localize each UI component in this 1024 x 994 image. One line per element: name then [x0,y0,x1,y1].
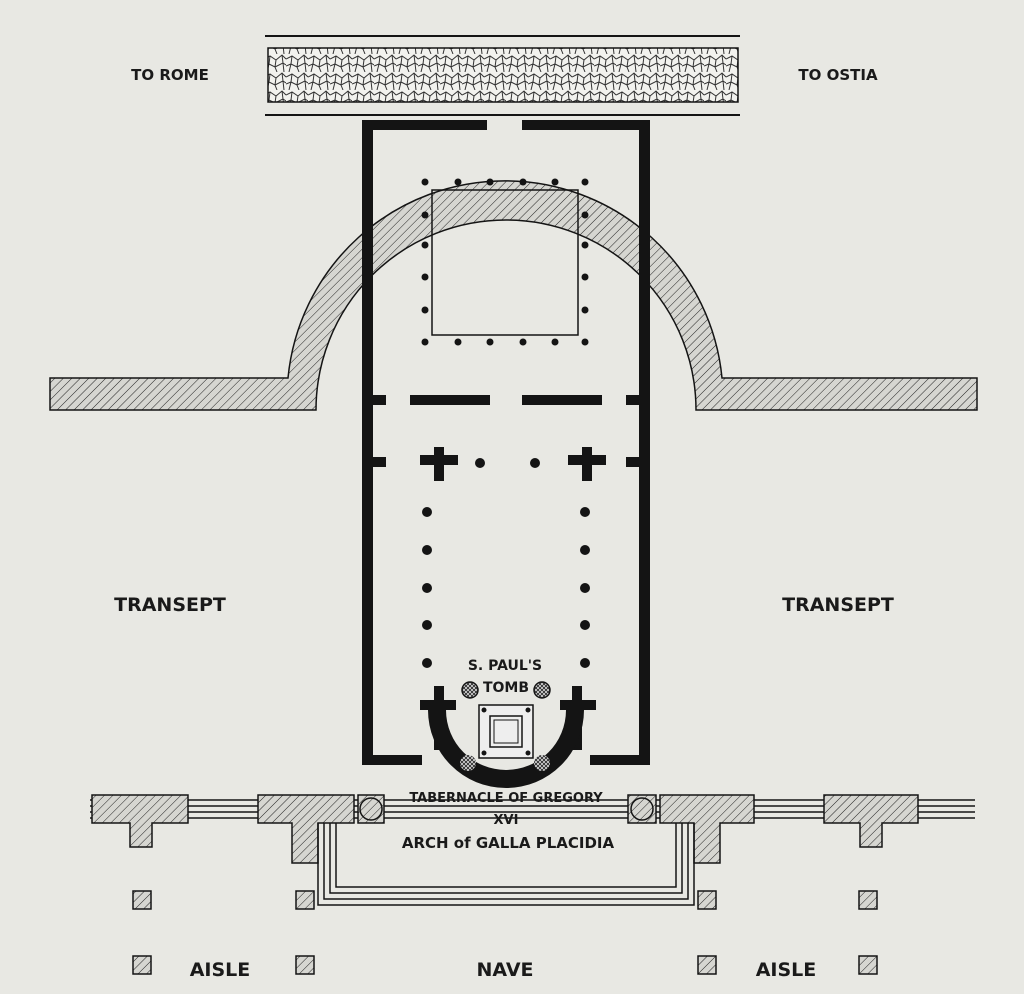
pier [858,955,878,975]
column [581,273,589,281]
atrium-columns [421,178,589,346]
pier [697,890,717,910]
column [421,211,429,219]
column [421,273,429,281]
label-aisle-left: AISLE [190,959,251,981]
label-arch: ARCH of GALLA PLACIDIA [402,834,615,852]
basilica-walls [362,120,650,765]
lower-walls [90,794,975,906]
label-nave: NAVE [477,959,534,981]
column [551,338,559,346]
column [580,658,590,668]
column [581,306,589,314]
column [581,178,589,186]
label-transept-right: TRANSEPT [782,594,894,616]
label-tomb-1: S. PAUL'S [468,658,542,674]
column [519,178,527,186]
tomb-column-left [461,681,479,699]
column [581,241,589,249]
column [421,306,429,314]
column [422,545,432,555]
label-transept-left: TRANSEPT [114,594,226,616]
column [486,178,494,186]
pier [295,955,315,975]
column [422,583,432,593]
label-tomb-2: TOMB [483,680,529,696]
label-tabernacle-2: XVI [494,813,519,828]
atrium-square [431,189,579,336]
column [422,507,432,517]
column [421,338,429,346]
column [486,338,494,346]
tabernacle [478,704,534,759]
column [581,338,589,346]
column [580,507,590,517]
apse [420,686,596,788]
pier [295,890,315,910]
aisle-piers [132,890,878,975]
transverse-walls [362,395,650,481]
tomb-column-right [533,681,551,699]
pier [132,955,152,975]
column [580,583,590,593]
column [422,658,432,668]
nave-columns [422,507,590,668]
column [454,338,462,346]
column [422,620,432,630]
column [580,545,590,555]
column [551,178,559,186]
column [454,178,462,186]
label-aisle-right: AISLE [756,959,817,981]
column [421,178,429,186]
column [580,620,590,630]
label-to-rome: TO ROME [131,66,209,84]
column [519,338,527,346]
column [421,241,429,249]
road [265,35,740,116]
column [581,211,589,219]
pier [858,890,878,910]
label-tabernacle-1: TABERNACLE OF GREGORY [409,791,603,806]
label-to-ostia: TO OSTIA [798,66,878,84]
pier [132,890,152,910]
hatched-wall-arc [49,180,978,411]
pier [697,955,717,975]
